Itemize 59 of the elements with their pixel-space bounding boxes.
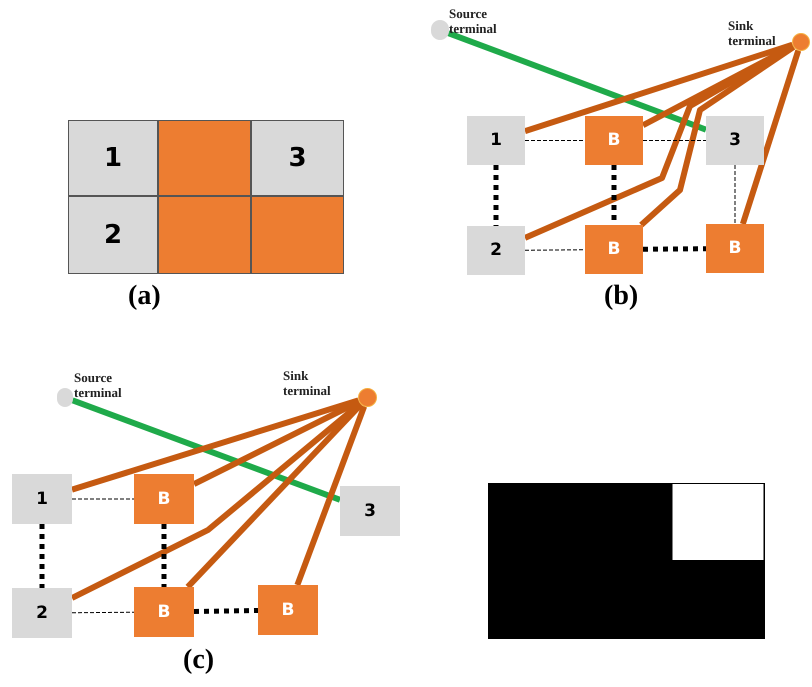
pixel-node-box [134, 474, 194, 524]
node-label: B [608, 241, 620, 258]
panel-label: (b) [604, 282, 638, 310]
node-label: 2 [36, 604, 48, 622]
link-line [447, 30, 708, 132]
dashed-link [72, 498, 134, 500]
link-line [524, 42, 794, 134]
terminal-label: Source terminal [449, 6, 498, 36]
grid-cell [158, 196, 251, 274]
link-line [71, 397, 342, 503]
link-line [71, 397, 360, 492]
node-label: B [728, 240, 742, 257]
pixel-node-box [706, 116, 764, 165]
pixel-node-box [12, 474, 72, 524]
dashed-link [524, 249, 586, 251]
pixel-node-box [340, 486, 400, 536]
link-line [740, 50, 802, 225]
grid-cell [251, 120, 344, 196]
grid-cell [68, 120, 158, 196]
node-label: 1 [104, 145, 122, 171]
panel-label: (c) [183, 646, 214, 674]
node-label: 3 [364, 502, 376, 520]
node-label: B [608, 132, 620, 149]
terminal-label: Sink terminal [283, 368, 332, 398]
pixel-node-box [12, 588, 72, 638]
pixel-node-box [585, 116, 643, 165]
grid-cell [158, 120, 251, 196]
link-line [186, 402, 364, 590]
terminal-label: Source terminal [74, 370, 123, 400]
pixel-node-box [585, 225, 643, 274]
pixel-node-box [258, 585, 318, 635]
dashed-link [642, 140, 706, 141]
dotted-link [494, 165, 498, 226]
pixel-node-box [134, 587, 194, 637]
node-label: 3 [729, 132, 741, 149]
node-label: 3 [288, 145, 307, 171]
dashed-link [524, 140, 586, 141]
terminal-label: Sink terminal [728, 18, 777, 48]
grid-cell [251, 196, 344, 274]
pixel-node-box [467, 226, 525, 275]
dotted-link [162, 524, 166, 587]
link-line [294, 405, 367, 586]
node-label: B [158, 604, 170, 620]
dotted-link [40, 524, 44, 588]
pixel-node-box [706, 224, 764, 273]
node-label: 2 [490, 242, 502, 259]
link-line [639, 44, 796, 228]
grid-cell [68, 196, 158, 274]
node-label: 1 [490, 132, 502, 149]
node-label: 1 [36, 490, 48, 508]
panel-label: (a) [128, 282, 161, 310]
dotted-link [194, 608, 258, 614]
dotted-link [642, 246, 706, 252]
pixel-node-box [467, 116, 525, 165]
node-label: B [282, 602, 294, 618]
node-label: B [158, 490, 170, 508]
node-label: 2 [104, 222, 122, 248]
dashed-link [734, 164, 736, 224]
dashed-link [72, 612, 134, 614]
